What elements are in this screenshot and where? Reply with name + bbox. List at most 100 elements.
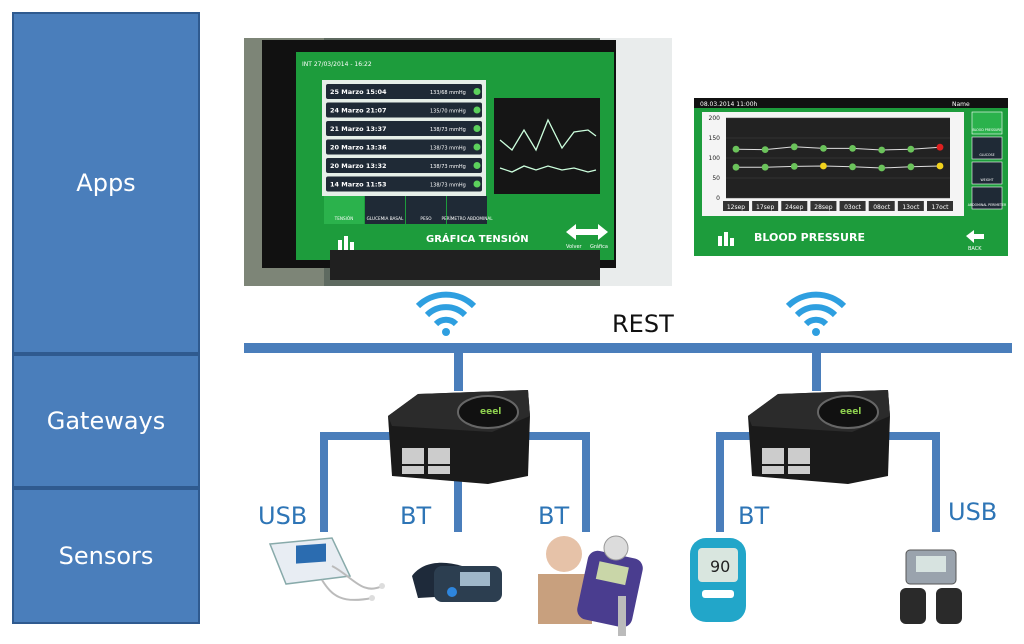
tv-tab[interactable] — [447, 196, 487, 224]
diastolic-point — [790, 163, 798, 170]
wifi-icon — [415, 291, 477, 336]
x-tick-label: 17oct — [932, 204, 950, 211]
side-nav-label: GLUCOSE — [979, 153, 994, 157]
y-tick-label: 150 — [709, 135, 721, 142]
tv-reading-value: 138/73 mmHg — [430, 146, 466, 152]
x-tick-box[interactable] — [781, 201, 808, 211]
gateway-device-left: eeel — [388, 390, 530, 484]
x-tick-label: 03oct — [844, 204, 862, 211]
status-ok-icon — [473, 143, 481, 151]
tv-reading-date: 20 Marzo 13:36 — [330, 144, 387, 152]
side-nav-label: BLOOD PRESSURE — [972, 128, 1001, 132]
tv-tab[interactable] — [406, 196, 446, 224]
diastolic-point — [936, 162, 944, 170]
link-label-usb: USB — [258, 502, 308, 530]
x-tick-box[interactable] — [927, 201, 953, 211]
x-tick-label: 17sep — [756, 204, 774, 211]
layer-gateways-label: Gateways — [46, 407, 166, 435]
x-tick-label: 24sep — [785, 204, 803, 211]
tablet-status-left: 08.03.2014 11:00h — [700, 101, 758, 108]
wifi-icon — [785, 291, 847, 336]
tv-tab-label: GLUCEMIA BASAL — [367, 216, 404, 221]
x-tick-box[interactable] — [723, 201, 749, 211]
tv-header: INT 27/03/2014 - 16:22 — [302, 61, 372, 68]
side-nav-button[interactable] — [971, 161, 1003, 185]
systolic-line — [735, 146, 941, 151]
spirometer-sensor — [538, 535, 643, 636]
layer-sensors-label: Sensors — [58, 542, 154, 570]
status-ok-icon — [473, 88, 481, 95]
link-label-bt: BT — [538, 502, 570, 530]
layer-apps-label: Apps — [76, 169, 136, 197]
weight-scale-sensor — [900, 549, 962, 624]
tv-reading-date: 21 Marzo 13:37 — [330, 125, 387, 133]
tv-nav-arrows-icon — [566, 224, 608, 240]
side-nav-button[interactable] — [971, 136, 1003, 160]
tablet-back-label[interactable]: BACK — [968, 246, 982, 252]
x-tick-box[interactable] — [839, 201, 866, 211]
side-nav-button[interactable] — [971, 111, 1003, 135]
diastolic-line — [736, 165, 941, 169]
blood-pressure-monitor-sensor — [412, 562, 502, 602]
tv-tab[interactable] — [324, 196, 364, 224]
tv-reading-value: 135/70 mmHg — [430, 109, 466, 115]
side-nav-label: WEIGHT — [981, 178, 994, 182]
right-gateway-links — [716, 432, 940, 532]
y-tick-label: 100 — [709, 155, 721, 162]
tv-reading-row[interactable] — [326, 158, 482, 173]
systolic-point — [878, 146, 886, 154]
x-tick-box[interactable] — [810, 201, 837, 211]
status-ok-icon — [473, 162, 481, 169]
systolic-point — [761, 146, 769, 154]
link-label-bt: BT — [738, 502, 770, 530]
tv-reading-row[interactable] — [326, 121, 482, 136]
diastolic-point — [907, 163, 915, 171]
tv-reading-value: 138/73 mmHg — [430, 183, 466, 189]
tv-reading-row[interactable] — [326, 102, 482, 118]
tv-trend-line — [499, 165, 597, 173]
side-nav-button[interactable] — [971, 186, 1003, 210]
diastolic-point — [761, 163, 769, 171]
y-tick-label: 200 — [709, 115, 721, 122]
x-tick-box[interactable] — [868, 201, 895, 211]
systolic-point — [820, 145, 827, 152]
tv-reading-date: 24 Marzo 21:07 — [330, 107, 387, 115]
status-ok-icon — [473, 106, 481, 114]
tv-footer-title: GRÁFICA TENSIÓN — [426, 232, 529, 245]
diastolic-point — [820, 162, 827, 170]
tv-reading-date: 20 Marzo 13:32 — [330, 162, 387, 170]
x-tick-box[interactable] — [752, 201, 779, 211]
tv-nav-chart: Gráfica — [590, 243, 608, 250]
x-tick-box[interactable] — [897, 201, 924, 211]
bus-drop-left — [454, 353, 463, 391]
tv-nav-back: Volver — [566, 244, 583, 250]
systolic-point — [849, 145, 856, 152]
back-arrow-icon[interactable] — [966, 230, 984, 243]
tv-reading-row[interactable] — [326, 139, 482, 155]
systolic-point — [732, 145, 740, 153]
link-label-bt: BT — [400, 502, 432, 530]
tablet-bar-icon — [718, 232, 734, 246]
glucose-meter-sensor: 90 — [690, 538, 746, 622]
tv-reading-date: 14 Marzo 11:53 — [330, 181, 387, 189]
bus-drop-right — [812, 353, 821, 391]
status-ok-icon — [473, 125, 481, 132]
tv-reading-value: 138/73 mmHg — [430, 127, 466, 133]
rest-bus-label: REST — [612, 310, 674, 338]
tv-reading-row[interactable] — [326, 84, 482, 99]
layer-sensors: Sensors — [12, 488, 200, 624]
diastolic-point — [878, 164, 886, 172]
tv-reading-row[interactable] — [326, 176, 482, 192]
tv-trend-line — [499, 118, 597, 152]
tv-tab-label: PESO — [420, 216, 432, 221]
svg-text:90: 90 — [710, 557, 730, 576]
svg-text:eeel: eeel — [480, 407, 501, 417]
tv-tab[interactable] — [365, 196, 405, 224]
x-tick-label: 12sep — [727, 204, 745, 211]
gateway-device-right: eeel — [748, 390, 890, 484]
tv-reading-value: 138/73 mmHg — [430, 164, 466, 170]
side-nav-label: ABDOMINAL PERIMETER — [968, 203, 1007, 207]
